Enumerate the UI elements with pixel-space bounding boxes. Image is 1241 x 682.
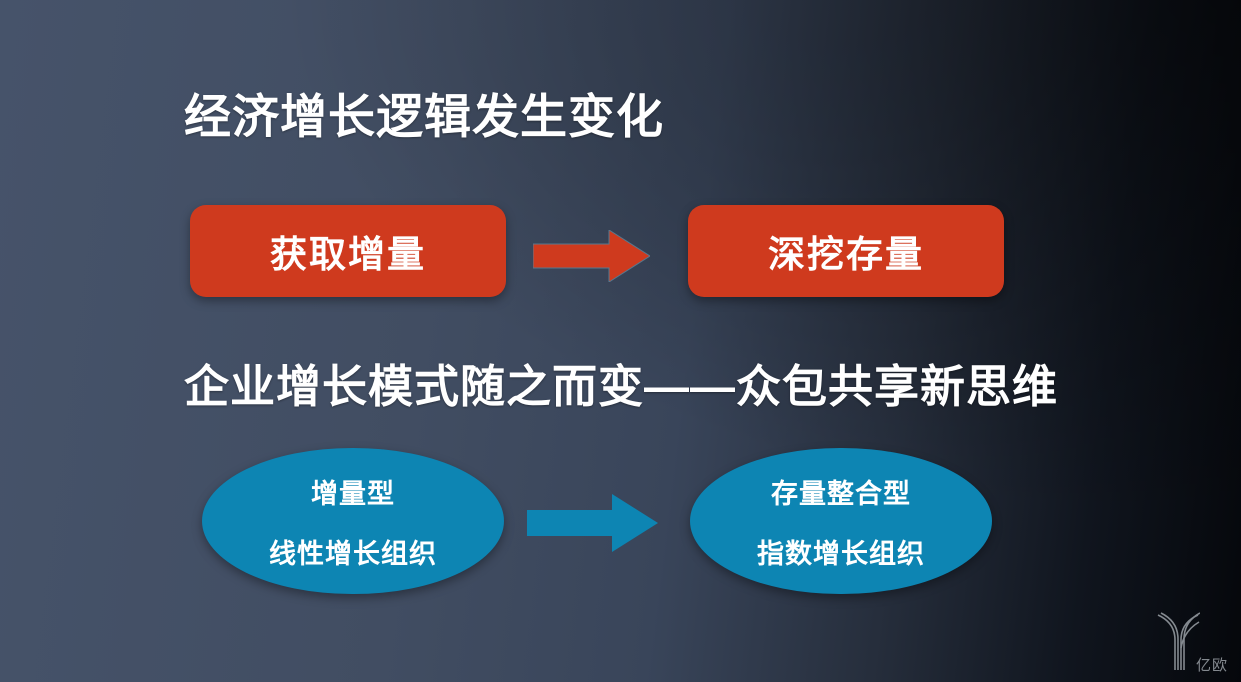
node-stock-integration-exponential-org: 存量整合型 指数增长组织 [690,448,992,594]
blue-right-arrow-icon [527,494,658,552]
node-incremental-line1: 增量型 [311,478,395,509]
eo-logo-icon [1157,612,1201,670]
node-acquire-increment-label: 获取增量 [270,234,426,275]
red-right-arrow-icon [533,230,650,282]
node-stock-line1: 存量整合型 [771,478,911,509]
section-economy-title: 经济增长逻辑发生变化 [184,90,664,143]
node-incremental-line2: 线性增长组织 [269,538,437,569]
section-enterprise-title: 企业增长模式随之而变——众包共享新思维 [184,361,1059,412]
node-incremental-linear-org: 增量型 线性增长组织 [202,448,504,594]
node-acquire-increment: 获取增量 [190,205,506,297]
node-dig-stock-label: 深挖存量 [768,234,924,275]
eo-company-watermark: 亿欧 [1156,610,1236,676]
eo-logo-text: 亿欧 [1196,657,1229,674]
node-stock-line2: 指数增长组织 [757,538,925,569]
node-dig-stock: 深挖存量 [688,205,1004,297]
